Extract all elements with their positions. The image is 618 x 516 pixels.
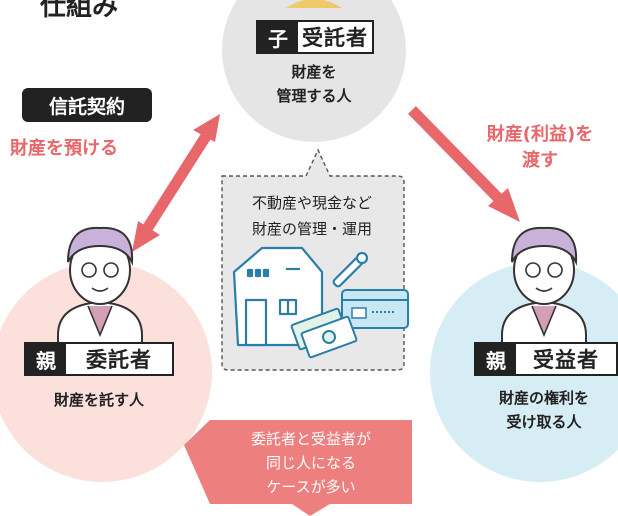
- key-icon: [332, 251, 369, 288]
- trustee-tag: 子: [258, 22, 298, 52]
- beneficiary-desc-line1: 財産の権利を: [498, 389, 589, 407]
- settlor-badge: 親 委託者: [24, 342, 174, 376]
- bank-card-icon: [341, 289, 409, 329]
- settlor-description: 財産を託す人: [53, 391, 144, 409]
- beneficiary-desc-line2: 受け取る人: [506, 413, 582, 431]
- management-text: 不動産や現金など 財産の管理・運用: [222, 190, 402, 242]
- callout-text: 委託者と受益者が 同じ人になる ケースが多い: [222, 427, 400, 499]
- callout-line1: 委託者と受益者が: [250, 430, 371, 448]
- trustee-role: 受託者: [302, 26, 368, 50]
- transfer-line1: 財産(利益)を: [486, 124, 594, 145]
- callout-line3: ケースが多い: [266, 478, 356, 496]
- trustee-desc-line1: 財産を: [291, 63, 337, 81]
- beneficiary-tag: 親: [476, 344, 516, 374]
- beneficiary-badge: 親 受益者: [474, 342, 618, 376]
- beneficiary-avatar: [501, 226, 587, 346]
- trustee-description: 財産を 管理する人: [244, 60, 384, 108]
- beneficiary-role: 受益者: [533, 348, 599, 372]
- trustee-head: [286, 0, 342, 8]
- page-heading: 仕組み: [40, 0, 119, 22]
- settlor-role: 委託者: [86, 348, 152, 372]
- callout-line2: 同じ人になる: [265, 454, 356, 472]
- cash-icon: [290, 307, 358, 359]
- transfer-label: 財産(利益)を 渡す: [470, 120, 610, 172]
- transfer-line2: 渡す: [522, 150, 558, 171]
- house-icon: [232, 246, 324, 347]
- contract-badge: 信託契約: [22, 88, 152, 122]
- trustee-badge: 子 受託者: [256, 20, 374, 54]
- management-line2: 財産の管理・運用: [251, 220, 372, 238]
- settlor-avatar: [57, 226, 143, 346]
- settlor-tag: 親: [26, 344, 66, 374]
- trustee-desc-line2: 管理する人: [276, 87, 352, 105]
- double-arrow: [132, 114, 220, 252]
- transfer-arrow: [408, 106, 520, 222]
- management-line1: 不動産や現金など: [251, 194, 372, 212]
- beneficiary-description: 財産の権利を 受け取る人: [470, 386, 618, 434]
- callout-bubble: [184, 420, 412, 516]
- contract-sublabel: 財産を預ける: [10, 138, 118, 159]
